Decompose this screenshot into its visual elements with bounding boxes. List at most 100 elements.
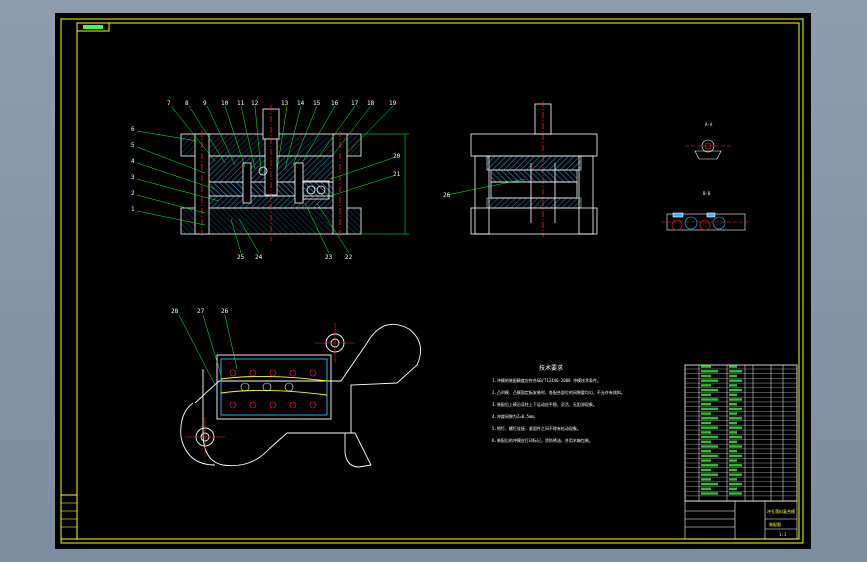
plan-view	[180, 323, 422, 468]
parts-list-row-text	[729, 379, 742, 382]
parts-list-row-text	[701, 464, 718, 467]
parts-list-row-text	[729, 445, 742, 448]
parts-list-row-text	[701, 473, 718, 476]
tech-note-3: 4.冲裁间隙为Z=0.5mm。	[492, 413, 538, 419]
parts-list-row-text	[701, 435, 718, 439]
outer-frame	[60, 18, 804, 544]
part-number-labels: 7 8 9 10 11 12 13 14 15 16 17 18 19 6 5 …	[131, 100, 401, 261]
parts-list-row-text	[701, 431, 711, 434]
parts-list-row-text	[701, 440, 711, 443]
parts-list-row-text	[729, 464, 742, 467]
parts-list-row-text	[701, 478, 711, 481]
part-label-left-2: 4	[131, 158, 135, 165]
part-label-bottom-0: 25	[237, 254, 245, 261]
cad-viewport[interactable]: 7 8 9 10 11 12 13 14 15 16 17 18 19 6 5 …	[55, 13, 811, 549]
parts-list-row-text	[729, 365, 737, 368]
parts-list-row-text	[729, 388, 742, 392]
part-label-top-4: 11	[237, 100, 245, 107]
parts-list-row-text	[701, 426, 718, 429]
tech-note-5: 6.装配后的冲模应打印标记，涂防锈油，并用木箱包装。	[492, 437, 593, 443]
part-label-bottom-2: 23	[325, 254, 333, 261]
parts-list-row-text	[729, 384, 737, 387]
leaders-top	[136, 105, 394, 254]
part-label-left-1: 5	[131, 142, 135, 149]
part-label-top-10: 17	[351, 100, 359, 107]
svg-text:A-A: A-A	[705, 122, 713, 127]
part-label-left-0: 6	[131, 126, 135, 133]
parts-list-row-text	[701, 421, 711, 425]
title-block-scale: 1:1	[779, 532, 787, 537]
parts-list-row-text	[701, 365, 711, 368]
part-label-left-5: 1	[131, 206, 135, 213]
front-section-view	[180, 105, 362, 241]
parts-list-row-text	[729, 482, 742, 486]
parts-list-row-text	[701, 388, 718, 392]
part-label-top-9: 16	[331, 100, 339, 107]
parts-list-row-text	[701, 393, 711, 396]
plan-view-label-1: 27	[197, 308, 205, 315]
tech-notes-title: 技术要求	[539, 364, 563, 372]
parts-list-row-text	[729, 450, 737, 453]
title-block	[684, 500, 798, 540]
part-label-left-3: 3	[131, 174, 135, 181]
part-label-top-6: 13	[281, 100, 289, 107]
parts-list-row-text	[701, 398, 718, 401]
parts-list-row-text	[701, 370, 718, 373]
tech-note-1: 2.凸凹模、凸模固定板安装时，各配合部位的间隙要均匀，不允许有倾斜。	[492, 389, 625, 395]
top-left-tag	[76, 22, 110, 32]
parts-list-row-text	[701, 384, 711, 387]
parts-list-row-text	[729, 431, 737, 434]
plan-view-label-2: 26	[221, 308, 229, 315]
part-label-top-11: 18	[367, 100, 375, 107]
part-label-bottom-3: 22	[345, 254, 353, 261]
parts-list-row-text	[729, 473, 742, 476]
part-label-top-3: 10	[221, 100, 229, 107]
parts-list-row-text	[729, 454, 742, 458]
parts-list-row-text	[729, 374, 737, 378]
parts-list-row-text	[729, 492, 742, 495]
tech-note-4: 5.销钉、螺钉连接，紧固件之间不得有松动现象。	[492, 425, 581, 431]
parts-list-row-text	[729, 417, 742, 420]
parts-list-row-text	[729, 435, 742, 439]
parts-list-row-text	[729, 478, 737, 481]
parts-list-row-text	[729, 440, 737, 443]
side-section-view	[470, 101, 598, 237]
parts-list-row-text	[729, 468, 737, 472]
tech-note-0: 1.冲模的装配精度应符合GB/T12446-2008 冲模技术条件。	[492, 377, 601, 383]
parts-list-row-text	[729, 407, 742, 411]
plan-view-holes	[185, 323, 355, 457]
parts-list-row-text	[701, 468, 711, 472]
title-block-drawing-no: 装配图	[769, 521, 781, 527]
parts-list-row-text	[729, 487, 737, 490]
part-label-top-7: 14	[297, 100, 305, 107]
parts-list-row-text	[729, 426, 742, 429]
svg-text:B-B: B-B	[703, 191, 711, 196]
part-label-top-2: 9	[203, 100, 207, 107]
parts-list-row-text	[701, 487, 711, 490]
strip-layout	[661, 212, 751, 231]
parts-list-row-text	[701, 492, 718, 495]
parts-list-row-text	[701, 374, 711, 378]
parts-list-row-text	[729, 398, 742, 401]
part-label-right-0: 20	[393, 153, 401, 160]
parts-list-row-text	[701, 407, 718, 411]
parts-list-row-text	[729, 370, 742, 373]
parts-list-row-text	[729, 459, 737, 462]
parts-list-row-text	[729, 412, 737, 415]
technical-requirements: 技术要求 1.冲模的装配精度应符合GB/T12446-2008 冲模技术条件。 …	[492, 364, 625, 443]
parts-list-row-text	[701, 417, 718, 420]
parts-list-row-text	[729, 393, 737, 396]
parts-list-row-text	[701, 403, 711, 406]
assembly-drawing: 7 8 9 10 11 12 13 14 15 16 17 18 19 6 5 …	[60, 18, 804, 544]
tech-note-2: 3.装配后上模沿导柱上下运动应平稳、灵活，无阻滞现象。	[492, 401, 597, 407]
parts-list-row-text	[729, 403, 737, 406]
part-label-top-12: 19	[389, 100, 397, 107]
part-label-top-5: 12	[251, 100, 259, 107]
left-revision-strip	[60, 494, 78, 540]
parts-list-row-text	[701, 445, 718, 448]
parts-list-row-text	[701, 412, 711, 415]
inner-frame	[76, 22, 800, 540]
parts-list-row-text	[701, 459, 711, 462]
parts-list-row-text	[701, 450, 711, 453]
part-detail-top	[685, 139, 731, 160]
